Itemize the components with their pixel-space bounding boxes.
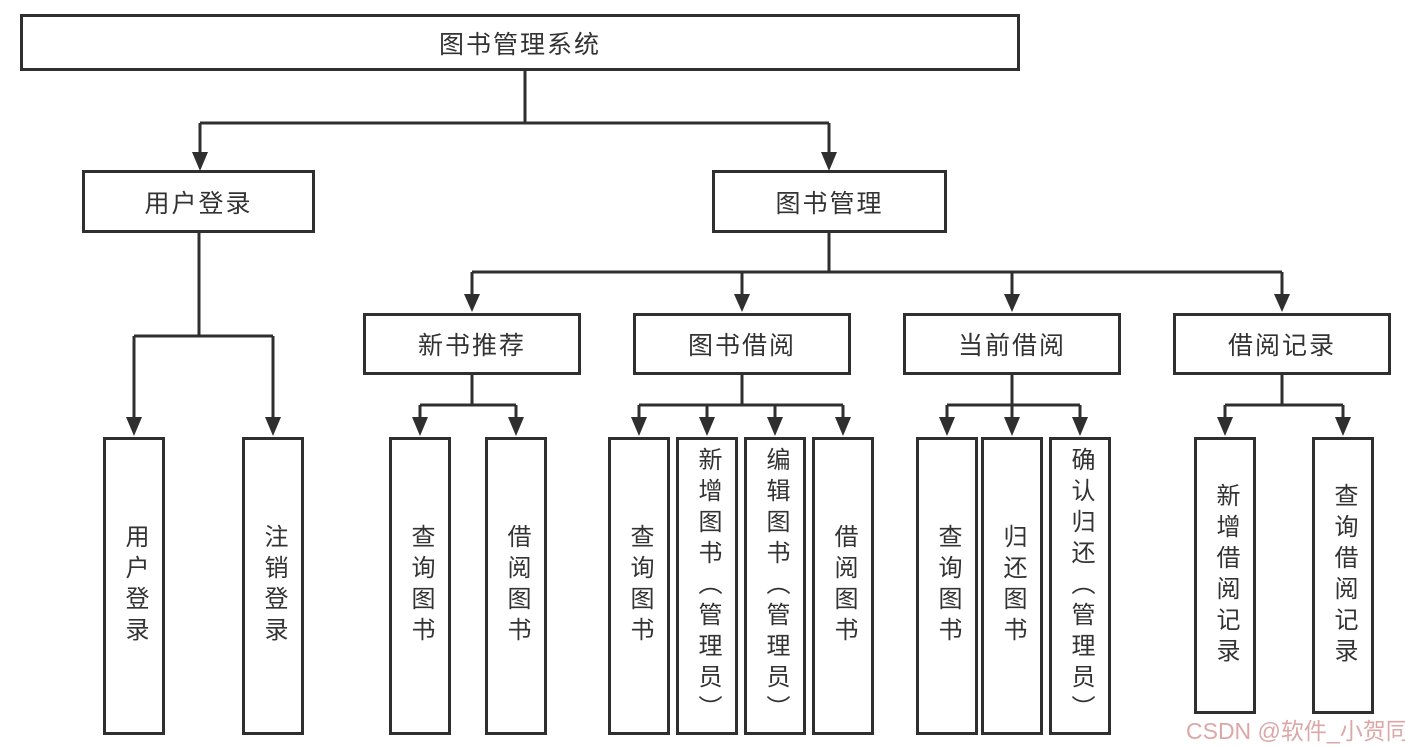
leaf-logout: 注销登录 [242, 437, 304, 735]
arrowhead-icon [767, 417, 783, 436]
leaf-label: 查询图书 [407, 524, 434, 648]
leaf-label: 确认归还（管理员） [1067, 446, 1094, 726]
node-new-book-recommend: 新书推荐 [363, 313, 581, 375]
leaf-edit-books-admin: 编辑图书（管理员） [744, 437, 806, 735]
leaf-label: 查询借阅记录 [1330, 482, 1357, 669]
arrowhead-icon [1335, 417, 1351, 436]
arrowhead-icon [412, 417, 428, 436]
arrowhead-icon [1217, 417, 1233, 436]
node-borrow-record: 借阅记录 [1173, 313, 1391, 375]
leaf-return-books: 归还图书 [981, 437, 1043, 735]
node-library-management-system: 图书管理系统 [20, 14, 1020, 71]
leaf-confirm-return-admin: 确认归还（管理员） [1049, 437, 1111, 735]
node-current-borrow: 当前借阅 [903, 313, 1121, 375]
arrowhead-icon [734, 294, 750, 312]
arrowhead-icon [821, 152, 837, 171]
arrowhead-icon [192, 152, 208, 171]
leaf-borrow-books: 借阅图书 [485, 437, 547, 735]
arrowhead-icon [1004, 417, 1020, 436]
leaf-query-books: 查询图书 [916, 437, 978, 735]
arrowhead-icon [1274, 294, 1290, 312]
connector-borrow-record-to-leaves [1223, 375, 1345, 420]
leaf-label: 注销登录 [260, 524, 287, 648]
node-book-management: 图书管理 [712, 170, 947, 233]
leaf-query-books: 查询图书 [608, 437, 670, 735]
leaf-add-borrow-record: 新增借阅记录 [1194, 437, 1256, 714]
connector-current-borrow-to-leaves [945, 375, 1082, 420]
arrowhead-icon [835, 417, 851, 436]
leaf-label: 新增借阅记录 [1212, 482, 1239, 669]
arrowhead-icon [508, 417, 524, 436]
node-book-borrow: 图书借阅 [633, 313, 851, 375]
csdn-watermark: CSDN @软件_小贺同学 [1186, 718, 1405, 744]
connector-book-management-to-level3 [470, 233, 1284, 296]
leaf-query-borrow-record: 查询借阅记录 [1312, 437, 1374, 714]
leaf-label: 查询图书 [626, 524, 653, 648]
arrowheads [126, 152, 1351, 436]
connector-book-borrow-to-leaves [637, 375, 845, 420]
leaf-label: 编辑图书（管理员） [762, 446, 789, 726]
node-user-login: 用户登录 [82, 170, 315, 233]
arrowhead-icon [699, 417, 715, 436]
arrowhead-icon [464, 294, 480, 312]
leaf-label: 查询图书 [934, 524, 961, 648]
arrowhead-icon [939, 417, 955, 436]
arrowhead-icon [265, 417, 281, 436]
leaf-label: 归还图书 [999, 524, 1026, 648]
leaf-add-books-admin: 新增图书（管理员） [676, 437, 738, 735]
leaf-query-books: 查询图书 [389, 437, 451, 735]
connector-root-to-level2 [198, 71, 831, 155]
arrowhead-icon [1072, 417, 1088, 436]
leaf-label: 用户登录 [121, 524, 148, 648]
leaf-borrow-books: 借阅图书 [812, 437, 874, 735]
leaf-label: 借阅图书 [503, 524, 530, 648]
arrowhead-icon [631, 417, 647, 436]
arrowhead-icon [1004, 294, 1020, 312]
leaf-label: 借阅图书 [830, 524, 857, 648]
connector-user-login-to-leaves [132, 233, 275, 420]
connector-new-book-to-leaves [418, 375, 518, 420]
leaf-label: 新增图书（管理员） [694, 446, 721, 726]
leaf-user-login: 用户登录 [103, 437, 165, 735]
arrowhead-icon [126, 417, 142, 436]
